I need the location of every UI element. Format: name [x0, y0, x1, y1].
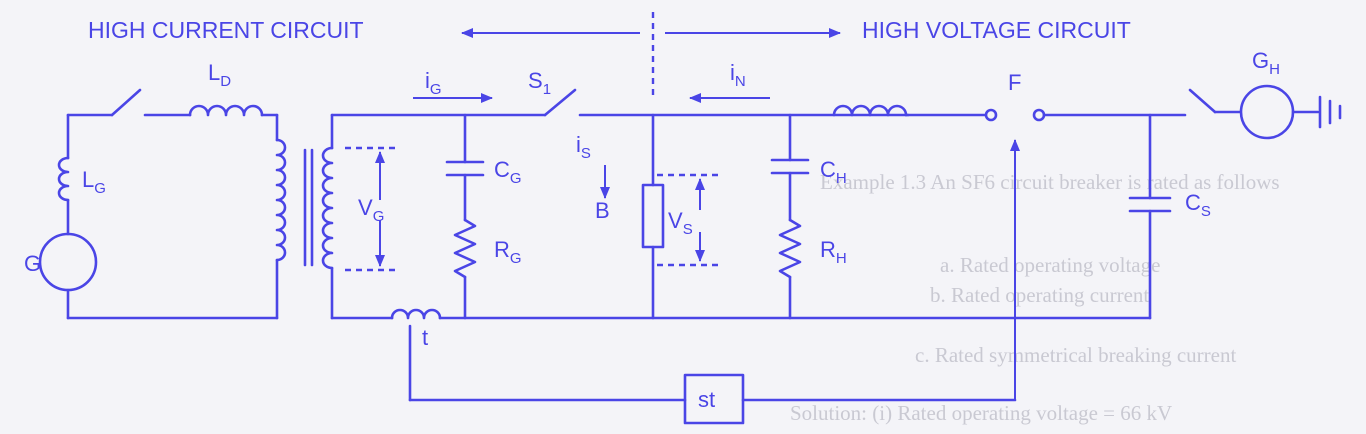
label-ch: CH: [820, 157, 847, 187]
label-rh: RH: [820, 237, 847, 267]
label-lg: LG: [82, 167, 106, 197]
label-s1: S1: [528, 68, 551, 98]
inductor-hv-icon: [832, 104, 908, 117]
background-text-line-5: Solution: (i) Rated operating voltage = …: [790, 401, 1172, 425]
transformer-primary-icon: [275, 138, 287, 262]
label-vs: VS: [668, 208, 693, 238]
background-text-line-1: Example 1.3 An SF6 circuit breaker is ra…: [820, 170, 1280, 194]
label-gh: GH: [1252, 48, 1280, 78]
cg-rg-branch: [445, 113, 485, 320]
spark-gap-f-right: [1032, 108, 1046, 122]
transformer-secondary: [321, 113, 334, 320]
current-transformer-t-icon: [390, 308, 442, 320]
generator-switch-icon: [110, 88, 142, 117]
label-vg: VG: [358, 195, 384, 225]
background-text-line-2: a. Rated operating voltage: [940, 253, 1160, 277]
resistor-rh-icon: [778, 218, 802, 279]
transformer-secondary-icon: [321, 146, 334, 270]
heading-high-current-circuit: HIGH CURRENT CIRCUIT: [88, 17, 364, 43]
generator-gh-icon: [1239, 84, 1295, 140]
hv-switch-icon: [1188, 88, 1217, 114]
label-st: st: [698, 387, 715, 412]
ch-rh-branch: [770, 113, 810, 320]
label-cs: CS: [1185, 190, 1211, 220]
generator-loop: [38, 88, 287, 320]
generator-g-icon: [38, 232, 98, 292]
label-t: t: [422, 325, 428, 350]
heading-high-voltage-circuit: HIGH VOLTAGE CIRCUIT: [862, 17, 1131, 43]
inductor-ld-icon: [188, 104, 264, 117]
label-f: F: [1008, 70, 1021, 95]
label-g: G: [24, 251, 41, 276]
label-cg: CG: [494, 157, 522, 187]
background-page-text: Example 1.3 An SF6 circuit breaker is ra…: [790, 170, 1280, 425]
hv-source-branch: [1042, 84, 1342, 320]
label-b: B: [595, 198, 610, 223]
spark-gap-f-left: [984, 108, 998, 122]
label-is: iS: [576, 132, 591, 162]
label-rg: RG: [494, 237, 522, 267]
resistor-rg-icon: [453, 218, 477, 279]
label-ld: LD: [208, 60, 231, 90]
label-ig: iG: [425, 68, 442, 98]
background-text-line-4: c. Rated symmetrical breaking current: [915, 343, 1236, 367]
inductor-lg-icon: [57, 156, 70, 202]
label-in: iN: [730, 60, 746, 90]
switch-s1-icon: [543, 88, 577, 117]
breaker-b-icon: [641, 183, 665, 249]
test-breaker-b: [641, 113, 665, 320]
background-text-line-3: b. Rated operating current: [930, 283, 1149, 307]
